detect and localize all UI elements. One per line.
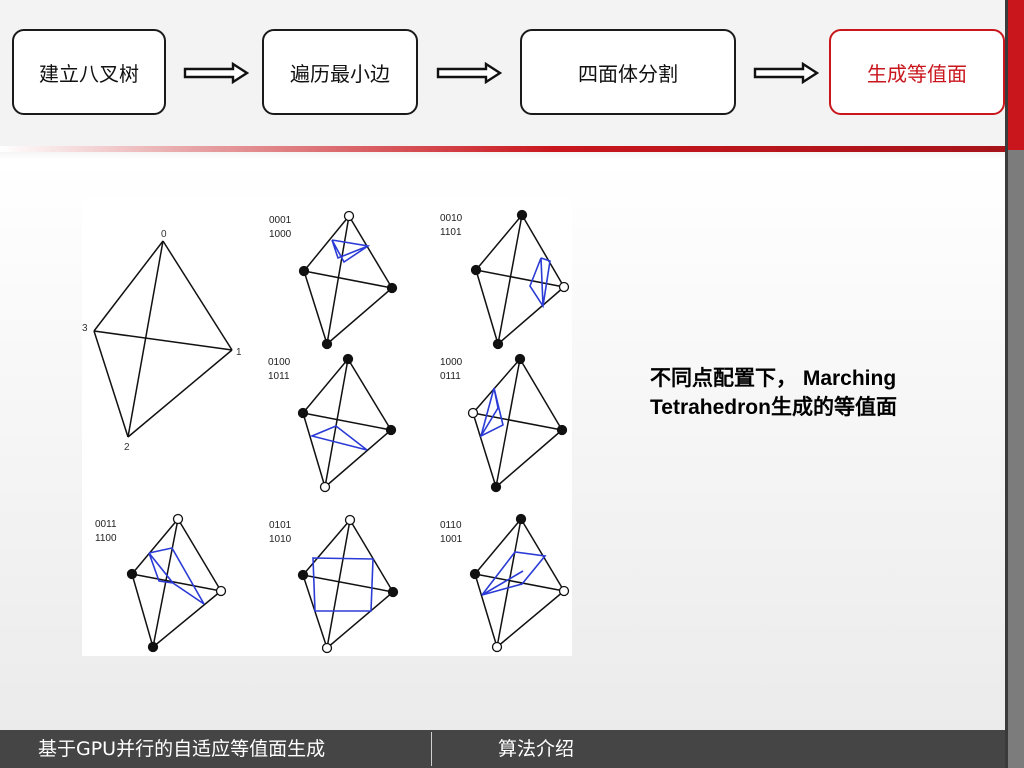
vertex-label: 2 bbox=[124, 442, 130, 453]
vertex-label: 1 bbox=[236, 347, 242, 358]
right-edge bbox=[1005, 0, 1008, 768]
config-code: 0110 bbox=[440, 520, 462, 531]
vertex-markers bbox=[126, 209, 570, 654]
config-code: 1001 bbox=[440, 534, 463, 545]
config-code: 1000 bbox=[269, 229, 292, 240]
config-code: 0010 bbox=[440, 213, 463, 224]
marching-tetrahedra-diagram: 0 1 2 3 0001 1000 0010 1101 0100 1011 10… bbox=[82, 198, 572, 656]
config-code: 1101 bbox=[440, 227, 462, 238]
footer-bar: 基于GPU并行的自适应等值面生成 算法介绍 bbox=[0, 730, 1007, 768]
step-label: 生成等值面 bbox=[867, 61, 967, 86]
config-code: 0011 bbox=[95, 519, 117, 530]
config-tetra-4 bbox=[472, 358, 563, 488]
config-code: 1000 bbox=[440, 357, 463, 368]
config-tetra-2 bbox=[475, 214, 565, 345]
accent-bar bbox=[1008, 0, 1024, 150]
footer-section: 算法介绍 bbox=[498, 738, 575, 760]
config-code: 1011 bbox=[268, 371, 290, 382]
config-code: 0001 bbox=[269, 215, 292, 226]
header-divider bbox=[0, 146, 1007, 152]
config-tetra-7 bbox=[474, 518, 565, 648]
step-generate-isosurface[interactable]: 生成等值面 bbox=[829, 29, 1005, 115]
config-tetra-5 bbox=[131, 518, 222, 648]
caption-line-1: 不同点配置下， Marching bbox=[650, 367, 897, 390]
step-build-octree[interactable]: 建立八叉树 bbox=[12, 29, 166, 115]
config-code: 1100 bbox=[95, 533, 117, 544]
config-tetra-1 bbox=[303, 215, 393, 345]
config-tetra-3 bbox=[302, 358, 392, 488]
footer-title: 基于GPU并行的自适应等值面生成 bbox=[38, 738, 326, 760]
step-traverse-min-edge[interactable]: 遍历最小边 bbox=[262, 29, 418, 115]
step-label: 遍历最小边 bbox=[290, 61, 390, 86]
config-code: 0100 bbox=[268, 357, 291, 368]
vertex-label: 0 bbox=[161, 229, 167, 240]
base-tetrahedron bbox=[93, 240, 233, 438]
config-code: 0101 bbox=[269, 520, 292, 531]
config-code: 0111 bbox=[440, 371, 461, 382]
isosurface-lines bbox=[148, 239, 551, 612]
step-tetrahedron-split[interactable]: 四面体分割 bbox=[520, 29, 736, 115]
process-header: 建立八叉树 遍历最小边 四面体分割 生成等值面 bbox=[0, 0, 1007, 148]
right-arrow-icon bbox=[753, 62, 819, 84]
config-code: 1010 bbox=[269, 534, 292, 545]
step-label: 四面体分割 bbox=[578, 61, 678, 86]
right-arrow-icon bbox=[183, 62, 249, 84]
right-arrow-icon bbox=[436, 62, 502, 84]
figure-caption: 不同点配置下， Marching Tetrahedron生成的等值面 bbox=[650, 364, 970, 422]
vertex-label: 3 bbox=[82, 323, 88, 334]
config-tetra-6 bbox=[302, 519, 394, 649]
step-label: 建立八叉树 bbox=[39, 61, 139, 86]
tetrahedra-figure: 0 1 2 3 0001 1000 0010 1101 0100 1011 10… bbox=[82, 209, 570, 654]
footer-divider bbox=[431, 732, 432, 766]
side-bar bbox=[1008, 150, 1024, 768]
caption-line-2: Tetrahedron生成的等值面 bbox=[650, 396, 897, 419]
